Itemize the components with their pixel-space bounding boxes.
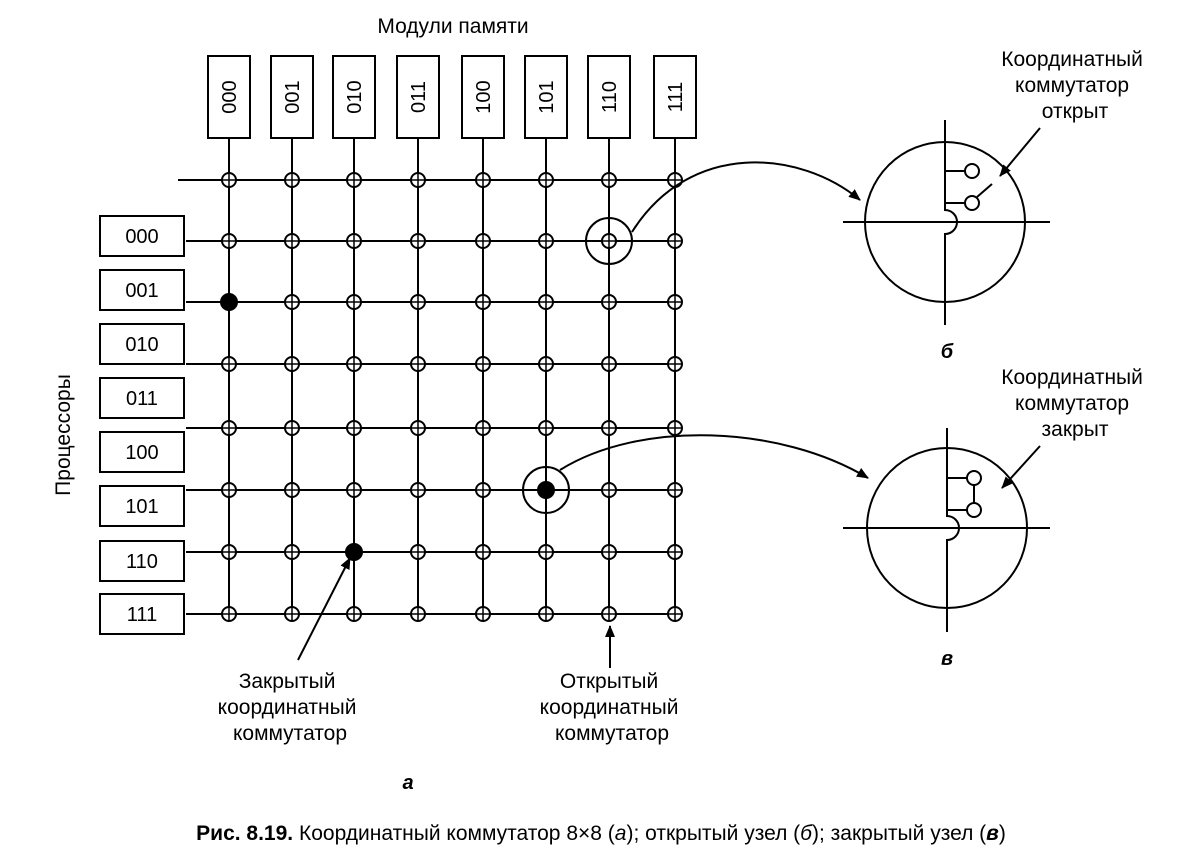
processor-label: 111 [127, 604, 157, 626]
closed-crosspoint-node [220, 293, 238, 311]
memory-module-box [461, 55, 505, 139]
subfigure-b-label: б [941, 341, 954, 363]
memory-module-box [653, 55, 697, 139]
processor-box [99, 485, 185, 527]
memory-module-label: 011 [408, 81, 430, 113]
processor-box [99, 593, 185, 635]
processor-box [99, 540, 185, 582]
closed-crosspoint-node [537, 481, 555, 499]
processor-box [99, 377, 185, 419]
closed-crosspoint-node [345, 543, 363, 561]
arrow-to-closed-detail [559, 434, 869, 479]
memory-module-box [587, 55, 631, 139]
closed-node-detail: Координатный коммутатор закрыт в [843, 366, 1148, 670]
memory-module-label: 100 [473, 80, 495, 113]
processor-label: 000 [125, 226, 158, 248]
open-node-highlight [585, 217, 633, 265]
memory-module-box [524, 55, 568, 139]
processor-label: 101 [125, 496, 158, 518]
memory-module-label: 101 [536, 80, 558, 113]
arrow-to-open-detail [631, 161, 861, 233]
processor-box [99, 269, 185, 311]
closed-crosspoint-label: Закрытый координатный коммутатор [218, 670, 363, 745]
processor-label: 011 [126, 388, 158, 410]
memory-module-label: 111 [665, 82, 687, 112]
processor-box [99, 215, 185, 257]
memory-module-box [270, 55, 314, 139]
processor-box [99, 323, 185, 365]
subfigure-a-label: а [402, 772, 413, 794]
crossbar-grid: 000 001 010 011 100 101 110 111 000 001 010 011 100 1… [99, 55, 697, 635]
closed-pointer-arrow [297, 557, 351, 661]
open-crosspoint-label: Открытый координатный коммутатор [540, 670, 685, 745]
detail-closed-label: Координатный коммутатор закрыт [1001, 366, 1148, 441]
processor-label: 001 [125, 280, 158, 302]
processor-label: 110 [126, 551, 158, 573]
open-node-detail: Координатный коммутатор открыт б [843, 48, 1148, 363]
memory-module-label: 000 [219, 80, 241, 113]
memory-module-box [207, 55, 251, 139]
memory-module-label: 010 [344, 80, 366, 113]
memory-module-box [332, 55, 376, 139]
processors-title: Процессоры [52, 374, 75, 496]
figure-caption: Рис. 8.19. Координатный коммутатор 8×8 (… [196, 822, 1006, 845]
processor-label: 100 [125, 442, 158, 464]
memory-module-label: 001 [282, 80, 304, 113]
processor-box [99, 431, 185, 473]
detail-open-label: Координатный коммутатор открыт [1001, 48, 1148, 123]
processor-label: 010 [125, 334, 158, 356]
subfigure-v-label: в [941, 648, 953, 670]
memory-module-label: 110 [599, 81, 621, 113]
memory-modules-title: Модули памяти [377, 15, 528, 38]
closed-node-highlight [522, 466, 570, 514]
memory-module-box [396, 55, 440, 139]
